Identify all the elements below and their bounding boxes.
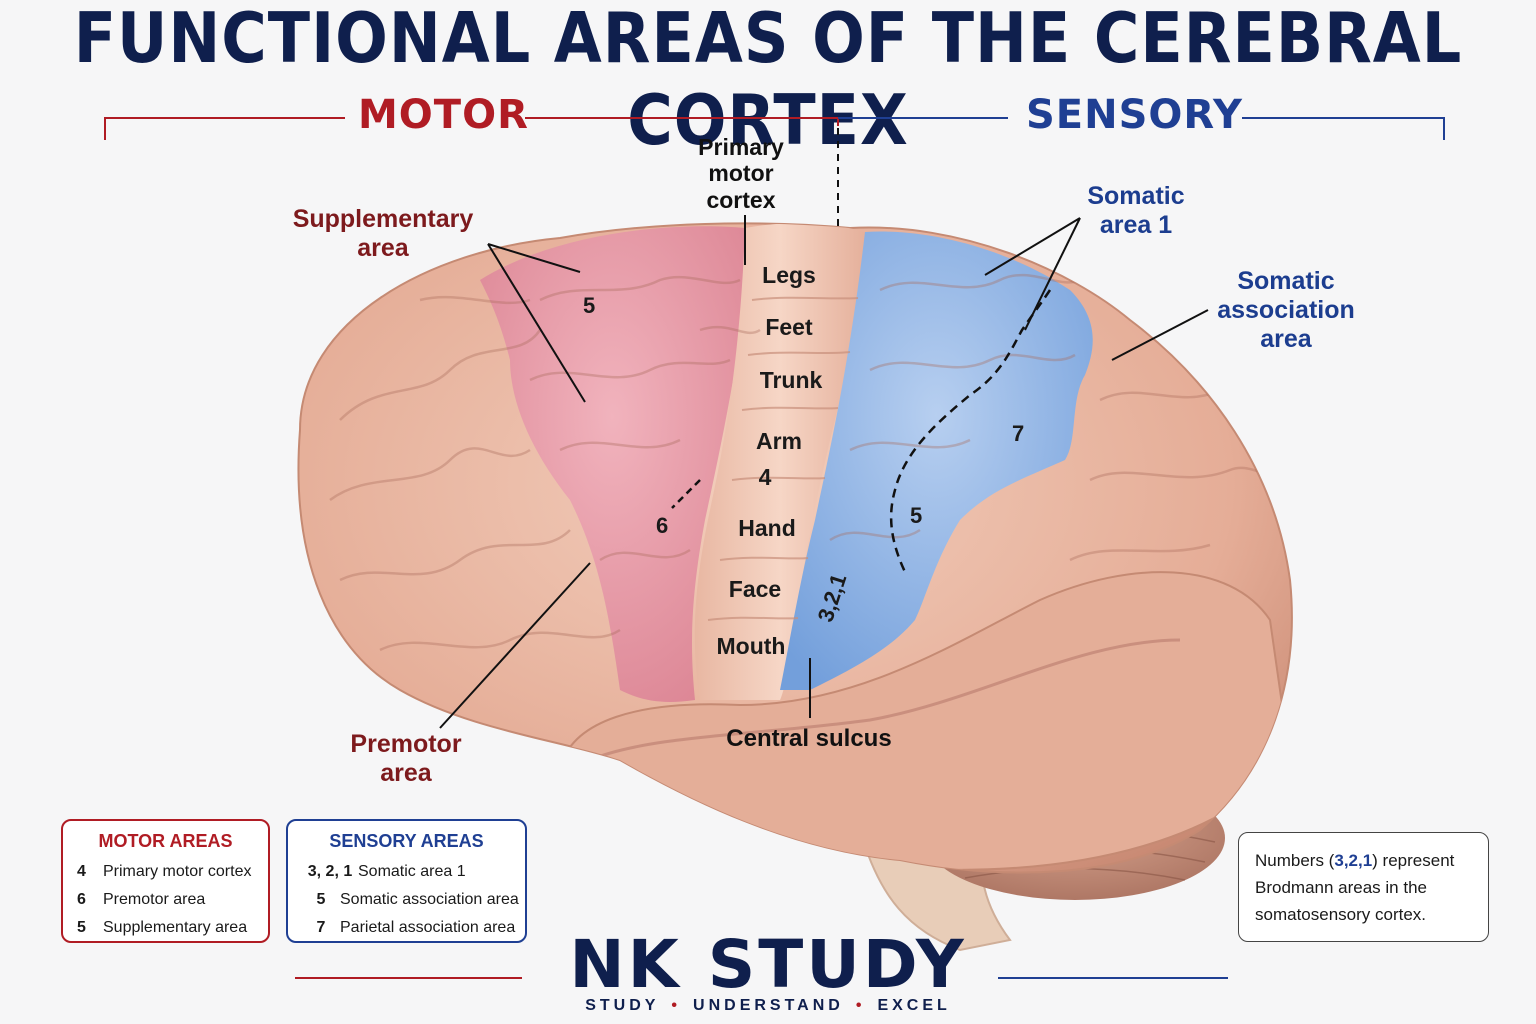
body-map-hand: Hand [738, 515, 796, 541]
cerebrum [297, 222, 1293, 874]
motor-region [480, 226, 745, 702]
somatic-area-1-label: Somatic area 1 [1087, 182, 1185, 239]
leader-lines [439, 215, 1209, 729]
premotor-area-label: Premotor area [350, 730, 462, 787]
brodmann-note: Numbers (3,2,1) represent Brodmann areas… [1238, 832, 1489, 942]
sensory-heading: SENSORY [1026, 92, 1243, 138]
region-number-supplementary: 5 [583, 293, 596, 318]
page-title: FUNCTIONAL AREAS OF THE CEREBRAL CORTEX [73, 0, 1463, 161]
sensory-bracket [838, 117, 1445, 140]
body-map-area-4: 4 [758, 464, 772, 490]
brand-name: NK STUDY [569, 926, 967, 1003]
central-sulcus-label: Central sulcus [726, 725, 892, 752]
supplementary-area-label: Supplementary area [292, 205, 474, 262]
gyri-texture [329, 273, 1276, 652]
body-map-trunk: Trunk [759, 367, 823, 393]
region-number-premotor: 6 [656, 513, 669, 538]
body-map-arm: Arm [755, 428, 802, 454]
primary-motor-cortex-label: Primary motor cortex [698, 134, 784, 213]
somatic-association-area-label: Somatic association area [1217, 267, 1355, 353]
sensory-legend-title: SENSORY AREAS [329, 831, 484, 851]
premotor-border [671, 479, 701, 509]
region-number-association: 5 [910, 503, 923, 528]
region-number-parietal: 7 [1012, 421, 1025, 446]
body-map-face: Face [728, 576, 782, 602]
motor-heading: MOTOR [358, 92, 529, 138]
body-map-legs: Legs [762, 262, 816, 288]
brand-tagline: STUDY•UNDERSTAND•EXCEL [585, 997, 951, 1014]
body-map-feet: Feet [765, 314, 813, 340]
body-map-mouth: Mouth [716, 633, 786, 659]
motor-legend-title: MOTOR AREAS [98, 831, 233, 851]
sensory-association-border [889, 289, 1052, 573]
primary-motor-strip [694, 223, 865, 700]
